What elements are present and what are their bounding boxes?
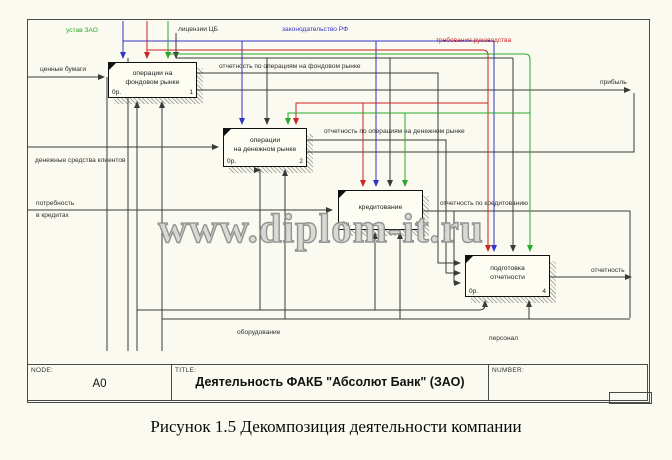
number-rect — [609, 392, 652, 404]
label-report-stock-market: отчетность по операциям на фондовом рынк… — [219, 63, 361, 70]
label-profit: прибыль — [600, 79, 627, 86]
node-label: NODE: — [31, 367, 54, 374]
label-credit-need-1: потребность — [36, 200, 75, 207]
label-equipment: оборудование — [237, 329, 281, 336]
red-branch-box2 — [293, 102, 488, 125]
title-cell: TITLE: Деятельность ФАКБ "Абсолют Банк" … — [171, 365, 488, 400]
label-personnel: персонал — [489, 335, 519, 342]
diagram-frame — [27, 19, 650, 403]
box2-number: 2 — [299, 158, 303, 165]
activity-box-4: подготовка отчетности 0р. 4 — [465, 255, 550, 297]
title-label: TITLE: — [175, 367, 197, 374]
activity-box-3: кредитование 0р. 3 — [338, 190, 423, 230]
number-cell: NUMBER: — [488, 365, 652, 404]
watermark: www.diplom-it.ru — [157, 204, 484, 251]
activity-box-2: операции на денежном рынке 0р. 2 — [223, 128, 307, 167]
io-lines — [27, 33, 635, 351]
box1-cost: 0р. — [112, 89, 122, 96]
label-charter: устав ЗАО — [66, 27, 98, 34]
box4-title-line1: подготовка — [490, 265, 525, 272]
label-cb-licenses: лицензии ЦБ — [178, 26, 218, 33]
box2-title-line1: операции — [249, 137, 281, 144]
number-label: NUMBER: — [492, 367, 525, 374]
label-report-money-market: отчетность по операциям на денежном рынк… — [324, 128, 465, 135]
label-reporting: отчетность — [591, 267, 625, 274]
red-rail-drop-box4 — [147, 49, 491, 252]
report-credit-route — [423, 210, 631, 318]
node-value: A0 — [92, 378, 107, 390]
box1-number: 1 — [189, 89, 193, 96]
label-report-crediting: отчетность по кредитованию — [440, 200, 528, 207]
box3-title-line1: кредитование — [358, 204, 403, 211]
box2-output-merge — [307, 93, 635, 153]
control-lines-red — [144, 21, 491, 252]
box3-cost: 0р. — [342, 221, 352, 228]
label-rf-legislation: законодательство РФ — [282, 26, 349, 33]
green-branch-box2 — [285, 112, 530, 125]
label-credit-need-2: в кредитах — [36, 212, 69, 219]
activity-box-1: операции на фондовом рынке 0р. 1 — [108, 62, 197, 98]
box2-cost: 0р. — [227, 158, 237, 165]
title-value: Деятельность ФАКБ "Абсолют Банк" (ЗАО) — [195, 375, 465, 389]
report-credit-fork — [453, 211, 461, 286]
report-stock-route — [197, 72, 461, 266]
box3-number: 3 — [415, 221, 419, 228]
label-client-funds: денежные средства клиентов — [35, 157, 126, 164]
box1-title-line2: фондовом рынке — [125, 79, 180, 86]
node-cell: NODE: A0 — [28, 365, 171, 400]
mech-equip-rail — [137, 300, 488, 311]
title-bar: NODE: A0 TITLE: Деятельность ФАКБ "Абсол… — [27, 364, 652, 404]
box4-title-line2: отчетности — [490, 274, 525, 281]
box4-number: 4 — [542, 288, 546, 295]
box4-cost: 0р. — [469, 288, 479, 295]
box2-title-line2: на денежном рынке — [233, 146, 297, 153]
figure-caption: Рисунок 1.5 Декомпозиция деятельности ко… — [150, 417, 522, 436]
box1-title-line1: операции на — [132, 70, 173, 77]
control-lines-green — [165, 21, 533, 252]
label-securities: ценные бумаги — [40, 66, 87, 73]
green-rail-drop-box4 — [168, 53, 533, 252]
label-management-requirements: требования руководства — [436, 37, 512, 44]
